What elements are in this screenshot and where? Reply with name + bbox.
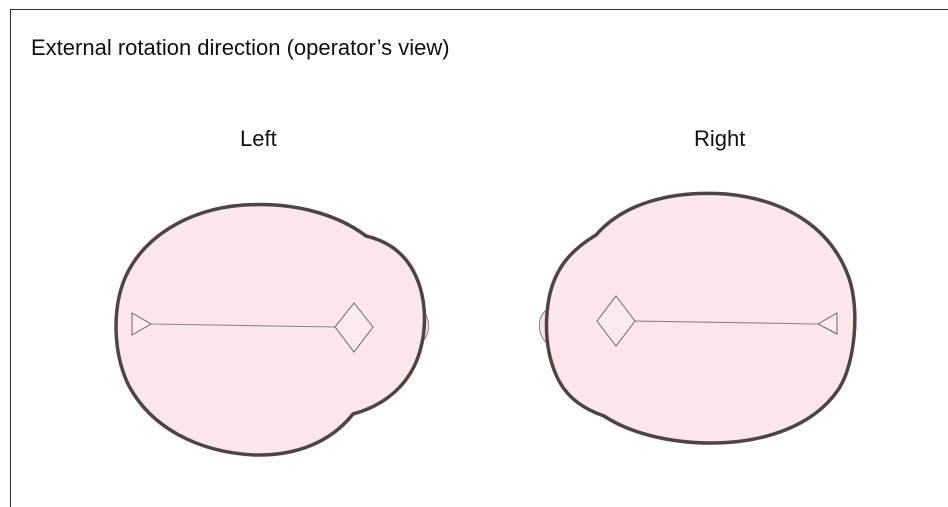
right-head-view bbox=[538, 191, 857, 445]
frame-left-border bbox=[10, 9, 11, 507]
right-head-outline bbox=[544, 191, 857, 445]
left-head-view bbox=[114, 202, 430, 457]
left-triangle-marker bbox=[131, 312, 152, 336]
frame-top-border bbox=[10, 9, 948, 10]
right-midline bbox=[632, 320, 819, 325]
left-view-label: Left bbox=[240, 126, 277, 151]
left-diamond-marker bbox=[334, 302, 374, 353]
right-diamond-marker bbox=[596, 295, 636, 347]
right-triangle-marker bbox=[816, 312, 838, 335]
left-head-outline bbox=[114, 202, 427, 457]
left-midline bbox=[150, 323, 337, 328]
right-view-label: Right bbox=[694, 126, 746, 151]
diagram-title: External rotation direction (operator’s … bbox=[31, 35, 450, 60]
